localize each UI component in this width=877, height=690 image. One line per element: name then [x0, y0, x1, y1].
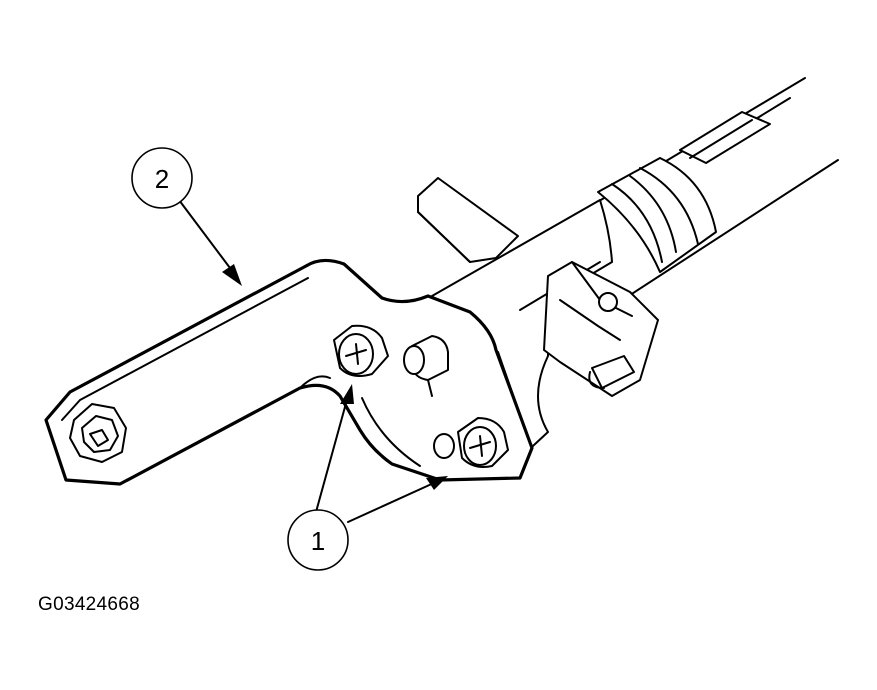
arrowhead-upper	[340, 384, 354, 404]
shaft-collar	[597, 157, 717, 273]
bracket-dowel-pin	[403, 335, 449, 397]
callout-2-label: 2	[155, 164, 169, 194]
callout-1-leaders	[315, 384, 448, 523]
shift-lever-tab	[417, 177, 519, 263]
column-clamp	[543, 261, 659, 397]
figure-code: G03424668	[38, 594, 141, 615]
arrowhead-lower	[426, 476, 448, 490]
callout-1-label: 1	[311, 526, 325, 556]
mounting-bracket	[44, 258, 534, 486]
arrowhead-bracket	[222, 264, 242, 286]
callout-2-leaders	[175, 195, 242, 286]
callout-1-bubble: 1	[287, 509, 349, 571]
callout-2-bubble: 2	[131, 147, 193, 209]
screw-upper	[333, 324, 389, 377]
bracket-end-nut	[69, 403, 127, 463]
screw-lower	[433, 417, 509, 468]
